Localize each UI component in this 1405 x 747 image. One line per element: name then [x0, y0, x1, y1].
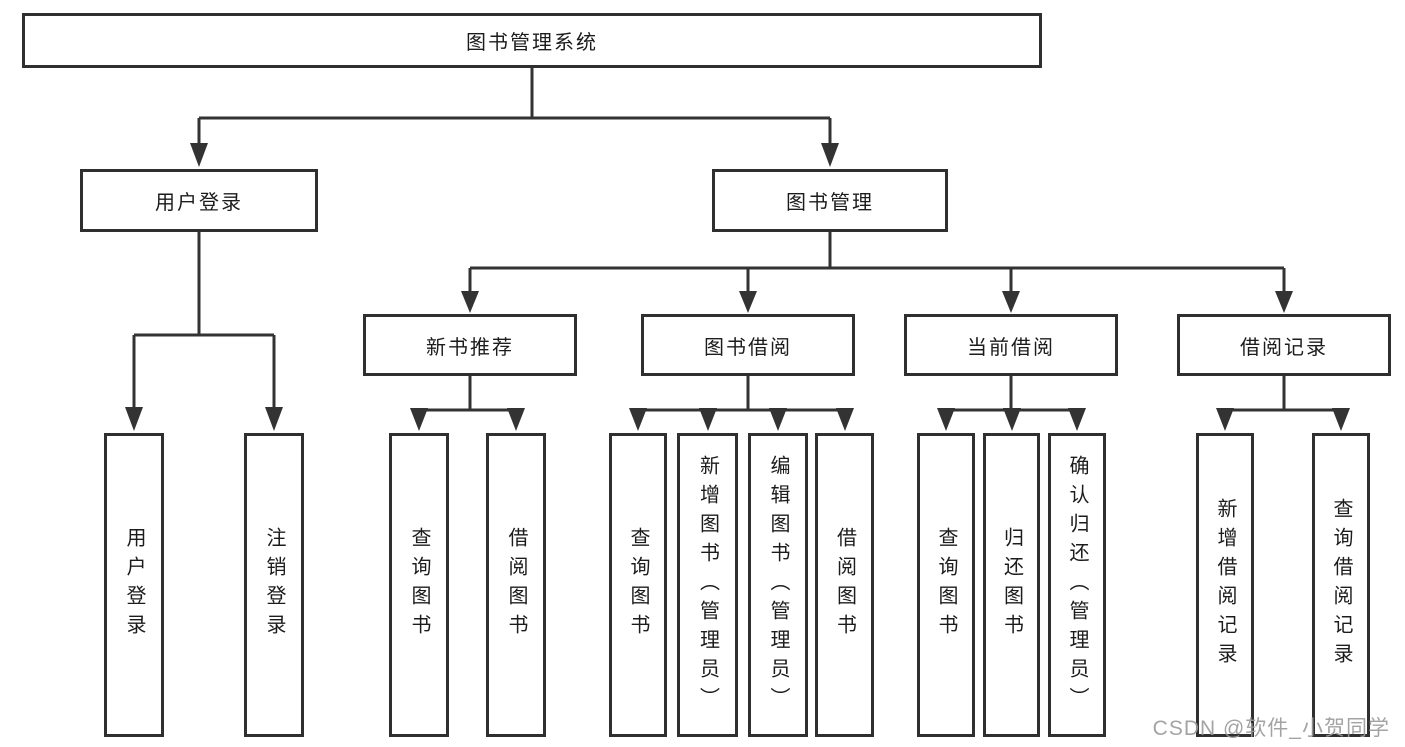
csdn-watermark: CSDN @软件_小贺同学 — [1152, 717, 1390, 740]
connector-book-borrow-children — [629, 376, 854, 431]
node-book-borrowing: 图书借阅 — [641, 314, 855, 376]
leaf-user-login: 用户登录 — [104, 433, 164, 737]
connector-book-management-children — [461, 232, 1293, 313]
leaf-logout: 注销登录 — [244, 433, 304, 737]
connector-user-login-children — [125, 232, 283, 431]
connector-new-book-children — [410, 376, 525, 431]
node-borrowing-records: 借阅记录 — [1177, 314, 1391, 376]
connector-current-borrow-children — [937, 376, 1086, 431]
connector-root-to-level1 — [190, 68, 839, 167]
node-new-book-recommendation: 新书推荐 — [363, 314, 577, 376]
leaf-add-books-admin: 新增图书（管理员） — [677, 433, 738, 737]
leaf-query-books-2: 查询图书 — [609, 433, 667, 737]
leaf-query-borrow-record: 查询借阅记录 — [1312, 433, 1370, 737]
leaf-borrow-books: 借阅图书 — [486, 433, 546, 737]
node-current-borrowing: 当前借阅 — [904, 314, 1118, 376]
node-user-login: 用户登录 — [80, 169, 318, 232]
leaf-return-books: 归还图书 — [983, 433, 1040, 737]
node-book-management: 图书管理 — [712, 169, 948, 232]
leaf-borrow-books-2: 借阅图书 — [815, 433, 874, 737]
leaf-query-books: 查询图书 — [389, 433, 449, 737]
leaf-query-books-3: 查询图书 — [917, 433, 975, 737]
leaf-edit-books-admin: 编辑图书（管理员） — [748, 433, 808, 737]
leaf-add-borrow-record: 新增借阅记录 — [1196, 433, 1254, 737]
connector-borrow-record-children — [1216, 376, 1350, 431]
node-library-management-system: 图书管理系统 — [22, 13, 1042, 68]
leaf-confirm-return-admin: 确认归还（管理员） — [1048, 433, 1106, 737]
